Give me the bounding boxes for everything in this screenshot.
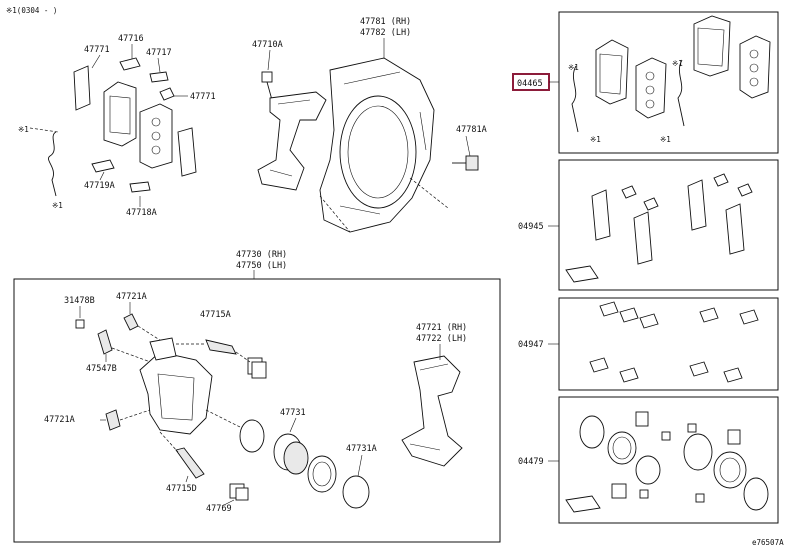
label-31478b[interactable]: 31478B xyxy=(64,296,95,306)
label-47722[interactable]: 47722 (LH) xyxy=(416,334,467,344)
kit-04465: 04465 ※1 ※1 ※1 ※1 xyxy=(512,11,779,154)
label-04947[interactable]: 04947 xyxy=(518,340,544,350)
kit-04465-mark-1: ※1 xyxy=(568,63,579,72)
label-47782[interactable]: 47782 (LH) xyxy=(360,28,411,38)
label-47721a-left[interactable]: 47721A xyxy=(44,415,75,425)
label-04465[interactable]: 04465 xyxy=(517,79,543,89)
label-47769[interactable]: 47769 xyxy=(206,504,232,514)
label-47781a[interactable]: 47781A xyxy=(456,125,487,135)
kit-04947-box xyxy=(558,297,779,391)
kit-04465-mark-2: ※1 xyxy=(590,135,601,144)
kit-04465-mark-4: ※1 xyxy=(660,135,671,144)
label-47716[interactable]: 47716 xyxy=(118,34,144,44)
label-04479[interactable]: 04479 xyxy=(518,457,544,467)
label-47715d[interactable]: 47715D xyxy=(166,484,197,494)
label-47731[interactable]: 47731 xyxy=(280,408,306,418)
label-47771-b[interactable]: 47771 xyxy=(190,92,216,102)
kit-04945-box xyxy=(558,159,779,291)
kit-04465-mark-3: ※1 xyxy=(672,59,683,68)
label-47710a[interactable]: 47710A xyxy=(252,40,283,50)
kit-04465-box xyxy=(558,11,779,154)
kit-04947: 04947 xyxy=(518,297,779,391)
kit-04945: 04945 xyxy=(518,159,779,291)
pad-group-top-left: 47771 47716 47717 47771 47719A 47718A ※1… xyxy=(18,34,216,218)
label-47719a[interactable]: 47719A xyxy=(84,181,115,191)
label-47721[interactable]: 47721 (RH) xyxy=(416,323,467,333)
label-47547b[interactable]: 47547B xyxy=(86,364,117,374)
kit-04479: 04479 xyxy=(518,396,779,524)
label-47781[interactable]: 47781 (RH) xyxy=(360,17,411,27)
note-top: ※1(0304 - ) xyxy=(6,6,57,15)
label-47717[interactable]: 47717 xyxy=(146,48,172,58)
caliper-assembly-group: 31478B 47721A 47715A 47547B 47721A 47731… xyxy=(44,292,467,514)
label-47715a[interactable]: 47715A xyxy=(200,310,231,320)
mounting-and-shield-group: 47710A 47781 (RH) 47782 (LH) 47781A xyxy=(252,17,487,233)
label-47771-a[interactable]: 47771 xyxy=(84,45,110,55)
label-47718a[interactable]: 47718A xyxy=(126,208,157,218)
label-47721a-top[interactable]: 47721A xyxy=(116,292,147,302)
label-47730[interactable]: 47730 (RH) xyxy=(236,250,287,260)
label-47750[interactable]: 47750 (LH) xyxy=(236,261,287,271)
note-mark-2: ※1 xyxy=(52,201,63,210)
note-mark-1: ※1 xyxy=(18,125,29,134)
label-04945[interactable]: 04945 xyxy=(518,222,544,232)
kit-04479-box xyxy=(558,396,779,524)
caliper-assembly-box xyxy=(13,278,501,543)
figure-code: e76507A xyxy=(752,538,784,547)
label-47731a[interactable]: 47731A xyxy=(346,444,377,454)
